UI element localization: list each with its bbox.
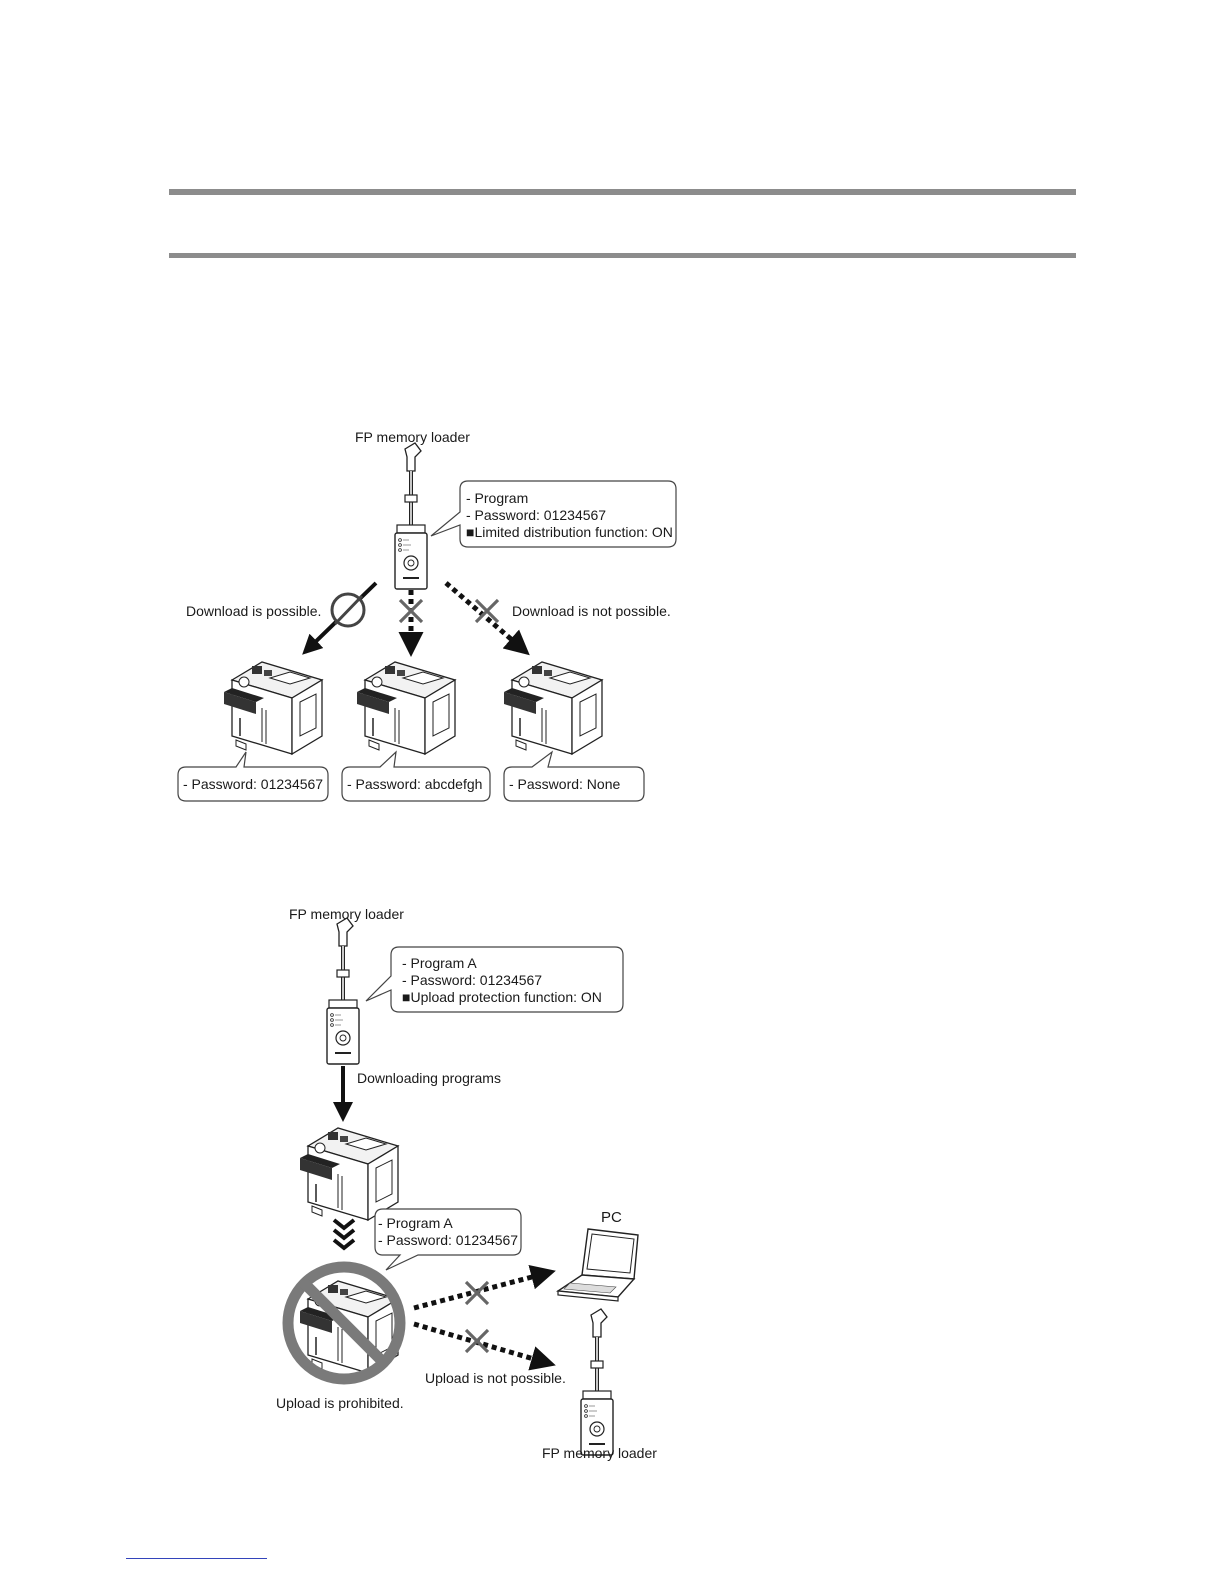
fig2-setting-upload-protection: ■Upload protection function: ON (402, 989, 602, 1005)
fig2-arrow-to-pc (413, 1264, 556, 1311)
fig1-unit-3-password: - Password: None (509, 776, 620, 792)
fig1-plc-unit-1 (223, 661, 323, 755)
fig1-setting-limited-distribution: ■Limited distribution function: ON (466, 524, 673, 540)
header-rule-bottom (169, 253, 1076, 258)
fig2-arrow-to-loader (413, 1321, 556, 1371)
fig1-download-not-possible-label: Download is not possible. (512, 603, 671, 619)
fig2-unit-password: - Password: 01234567 (378, 1232, 518, 1248)
fig2-loader-label: FP memory loader (289, 906, 404, 922)
fig1-unit-1-password: - Password: 01234567 (183, 776, 323, 792)
fig2-loader-bottom-label: FP memory loader (542, 1445, 657, 1461)
fig1-unit-2-password: - Password: abcdefgh (347, 776, 482, 792)
fig2-unit-program: - Program A (378, 1215, 453, 1231)
permitted-circle-icon (330, 592, 366, 628)
fig1-memory-loader-icon (393, 441, 429, 591)
fig1-setting-program: - Program (466, 490, 528, 506)
fig2-settings-bubble (365, 946, 624, 1013)
fig1-password-bubble-2: - Password: abcdefgh (341, 750, 491, 802)
footer-link-underline[interactable] (126, 1558, 267, 1559)
cross-icon (464, 1328, 490, 1354)
fig2-plc-unit-top (299, 1127, 399, 1221)
fig2-setting-password: - Password: 01234567 (402, 972, 542, 988)
fig2-pc-label: PC (601, 1209, 622, 1226)
fig2-upload-not-possible-label: Upload is not possible. (425, 1370, 566, 1386)
header-rule-top (169, 189, 1076, 195)
cross-icon (474, 598, 500, 624)
fig1-settings-bubble (430, 480, 677, 548)
fig2-unit-bubble (374, 1208, 522, 1271)
fig1-plc-unit-2 (356, 661, 456, 755)
prohibited-icon (282, 1261, 406, 1385)
fig1-download-possible-label: Download is possible. (186, 603, 321, 619)
fig2-downloading-label: Downloading programs (357, 1070, 501, 1086)
fig1-password-bubble-3: - Password: None (503, 750, 645, 802)
fig1-plc-unit-3 (503, 661, 603, 755)
laptop-icon (557, 1228, 639, 1302)
cross-icon (398, 598, 424, 624)
fig2-setting-program: - Program A (402, 955, 477, 971)
fig2-upload-prohibited-label: Upload is prohibited. (276, 1395, 404, 1411)
fig2-memory-loader-bottom-icon (579, 1307, 615, 1457)
cross-icon (464, 1280, 490, 1306)
fig1-loader-label: FP memory loader (355, 429, 470, 445)
fig1-setting-password: - Password: 01234567 (466, 507, 606, 523)
fig2-memory-loader-icon (325, 916, 361, 1066)
chevron-down-icon (332, 1218, 356, 1251)
fig1-password-bubble-1: - Password: 01234567 (177, 751, 329, 802)
